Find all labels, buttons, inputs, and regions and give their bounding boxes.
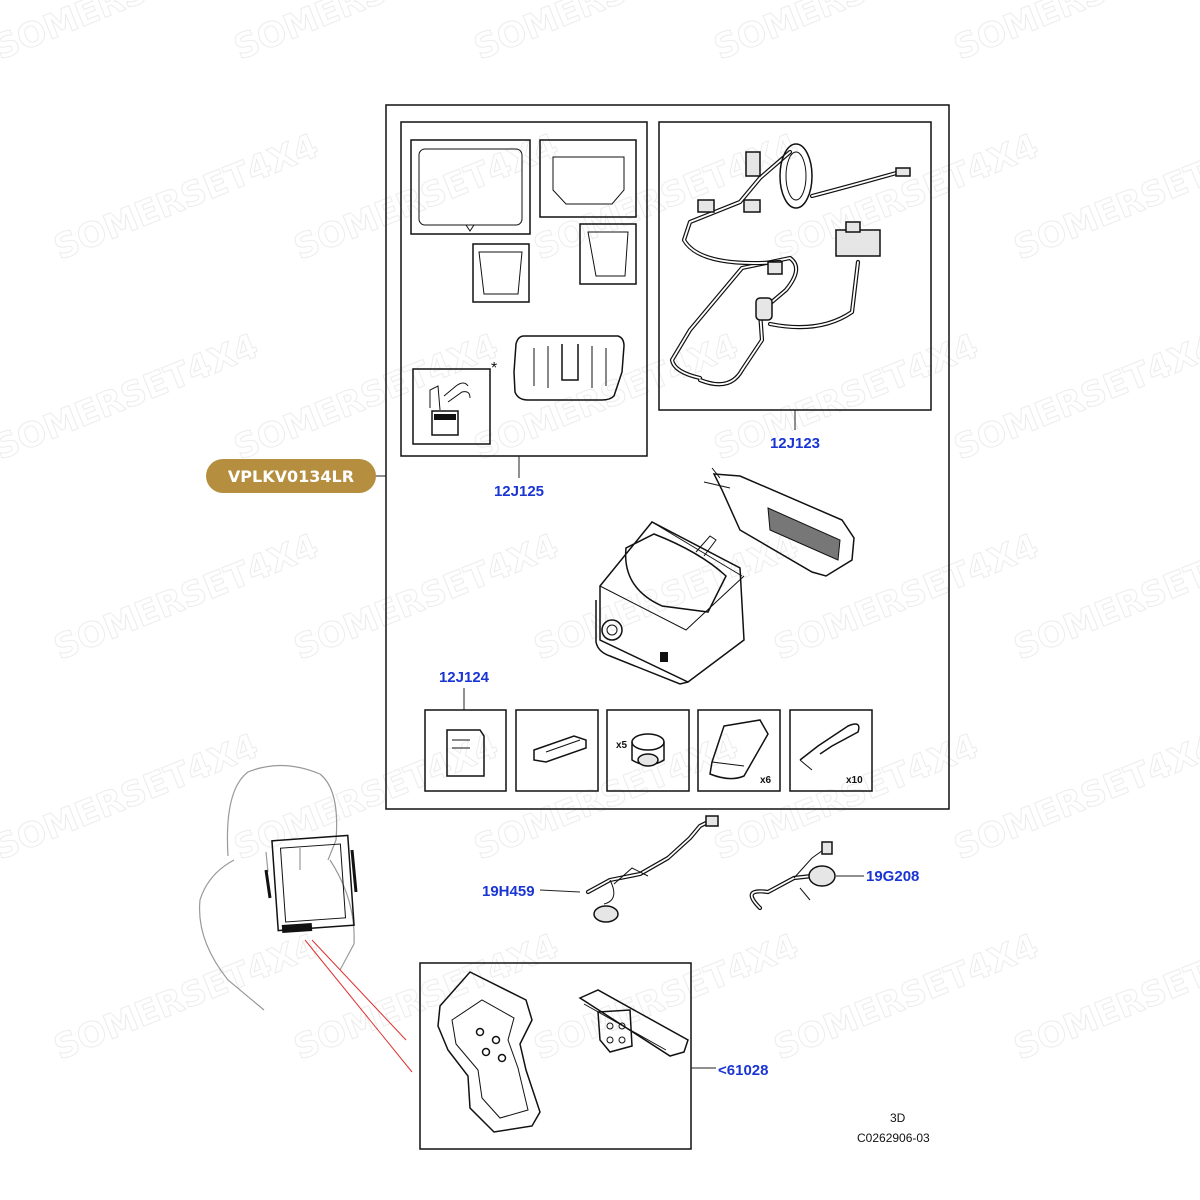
callout-install-kit[interactable]: 12J125 [494,483,544,500]
part-sd-card[interactable] [424,709,507,792]
seat-with-tablet[interactable] [198,764,358,1011]
watermark-text: SOMERSET4X4 [288,926,564,1068]
instruction-sheet[interactable] [412,368,491,445]
callout-harness-19g208[interactable]: 19G208 [866,868,919,885]
watermark-text: SOMERSET4X4 [228,726,504,868]
seat-leader-red-2 [304,939,413,1073]
watermark-text: SOMERSET4X4 [708,326,984,468]
part-clip[interactable] [515,709,599,792]
watermark-text: SOMERSET4X4 [528,926,804,1068]
trim-template-small-left[interactable] [472,243,530,303]
watermark-text: SOMERSET4X4 [48,526,324,668]
part-sleeve[interactable]: x6 [697,709,781,792]
watermark-text: SOMERSET4X4 [528,526,804,668]
watermark-text: SOMERSET4X4 [228,0,504,68]
mount-box [419,962,692,1150]
trim-template-medium[interactable] [539,139,637,218]
watermark-text: SOMERSET4X4 [948,326,1200,468]
harness-19h459[interactable] [585,815,719,923]
view-label: 3D [890,1111,906,1125]
callout-small-parts[interactable]: 12J124 [439,669,490,686]
part-cable-tie[interactable]: x10 [789,709,873,792]
qty-ties: x10 [846,775,863,786]
kit-frame [385,104,950,810]
watermark-text: SOMERSET4X4 [288,526,564,668]
watermark-text: SOMERSET4X4 [468,0,744,68]
kit-badge[interactable]: VPLKV0134LR [206,459,376,493]
qty-sleeve: x6 [760,775,772,786]
harness-19g208[interactable] [749,841,836,911]
headrest-mount[interactable] [578,989,689,1057]
harness-19h459-leader [539,889,581,893]
watermark-text: SOMERSET4X4 [288,126,564,268]
watermark-text: SOMERSET4X4 [948,726,1200,868]
watermark-text: SOMERSET4X4 [228,326,504,468]
trim-template-large[interactable] [410,139,531,235]
watermark-text: SOMERSET4X4 [528,126,804,268]
callout-mount[interactable]: <61028 [718,1062,768,1079]
watermark-text: SOMERSET4X4 [468,326,744,468]
watermark-text: SOMERSET4X4 [48,126,324,268]
watermark-text: SOMERSET4X4 [768,126,1044,268]
callout-harness-19h459[interactable]: 19H459 [482,883,535,900]
watermark-text: SOMERSET4X4 [468,726,744,868]
install-kit-box [400,121,648,457]
watermark-text: SOMERSET4X4 [708,0,984,68]
watermark-text: SOMERSET4X4 [0,326,264,468]
qty-pads: x5 [616,740,628,751]
seat-leader-red-1 [311,939,407,1041]
watermark-text: SOMERSET4X4 [0,0,264,68]
note-asterisk: * [491,360,497,377]
watermark-text: SOMERSET4X4 [48,926,324,1068]
watermark-text: SOMERSET4X4 [948,0,1200,68]
part-pad[interactable]: x5 [606,709,690,792]
bezel-tray[interactable] [513,335,625,401]
trim-template-small-right[interactable] [579,223,637,285]
rear-display-unit[interactable] [595,467,855,685]
illustration-ref: C0262906-03 [857,1131,930,1145]
watermark-text: SOMERSET4X4 [0,726,264,868]
harness-kit-cables[interactable] [669,143,911,387]
watermark-text: SOMERSET4X4 [768,926,1044,1068]
kit-badge-label: VPLKV0134LR [228,467,354,486]
callout-harness-kit[interactable]: 12J123 [770,435,820,452]
watermark-text: SOMERSET4X4 [708,726,984,868]
tablet-bracket[interactable] [437,971,541,1133]
